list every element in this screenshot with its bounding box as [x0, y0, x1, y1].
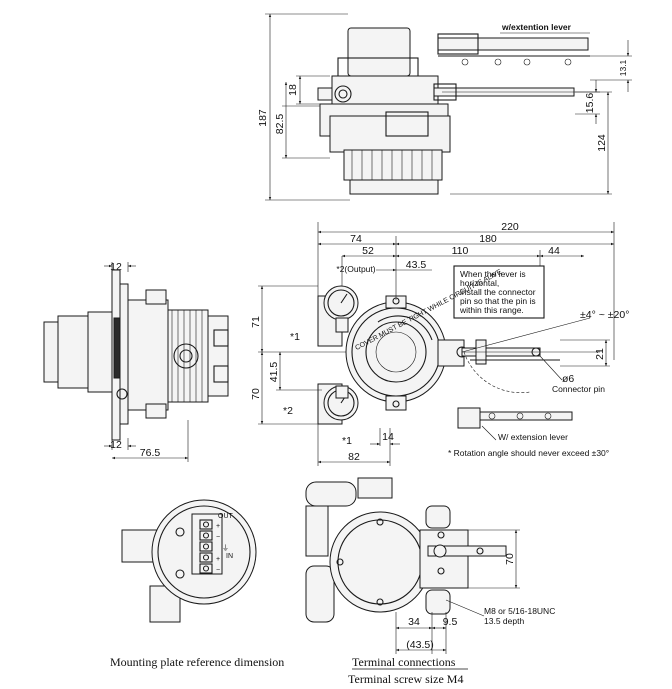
connector-pin-label: Connector pin: [552, 384, 605, 394]
note-line-5: within this range.: [459, 305, 524, 315]
depth-label: 13.5 depth: [484, 616, 524, 626]
terminal-out: OUT: [218, 513, 234, 520]
dim-124: 124: [596, 134, 608, 152]
dim-14: 14: [382, 431, 394, 443]
caption-screw: Terminal screw size M4: [348, 672, 463, 686]
dim-71: 71: [250, 316, 262, 328]
dim-76-5: 76.5: [140, 447, 161, 459]
caption-mounting: Mounting plate reference dimension: [110, 655, 284, 669]
dim-82-5: 82.5: [274, 114, 286, 135]
dim-43-5: 43.5: [406, 259, 427, 271]
terminal-in-plus: +: [216, 556, 220, 563]
dim-21: 21: [594, 348, 606, 360]
dim-52: 52: [362, 245, 374, 257]
caption-terminal: Terminal connections: [352, 655, 456, 669]
angle-label: ±4° ~ ±20°: [580, 309, 629, 321]
dim-187: 187: [257, 109, 269, 127]
note-line-4: pin so that the pin is: [460, 296, 536, 306]
dim-43-5-bottom: (43.5): [406, 639, 433, 651]
star2: *2: [283, 405, 293, 417]
dim-41-5: 41.5: [268, 362, 280, 383]
star1-a: *1: [290, 331, 300, 343]
note-line-3: install the connector: [460, 287, 536, 297]
thread-label: M8 or 5/16-18UNC: [484, 606, 555, 616]
terminal-ground: ⏚: [222, 544, 229, 552]
dim-82: 82: [348, 451, 360, 463]
dim-180: 180: [479, 233, 497, 245]
dim-15-6: 15.6: [584, 93, 596, 114]
terminal-out-plus: +: [216, 523, 220, 530]
dim-side-12-bottom: 12: [110, 439, 122, 451]
note-box: [453, 265, 545, 319]
dim-side-12-top: 12: [110, 261, 122, 273]
dim-44: 44: [548, 245, 560, 257]
terminal-in-minus: −: [216, 567, 220, 574]
lever-label: w/extention lever: [501, 22, 572, 32]
dim-9-5: 9.5: [443, 616, 458, 628]
terminal-in: IN: [226, 553, 233, 560]
terminal-view: OUT + − ⏚ IN + −: [121, 499, 257, 623]
output-label: *2(Output): [336, 264, 375, 274]
side-view: 12 12 76.5: [43, 261, 229, 462]
bottom-view: 70 M8 or 5/16-18UNC 13.5 depth 34 9.5 (4…: [305, 477, 555, 654]
note-line-2: horizontal,: [460, 278, 499, 288]
ext-lever-label: W/ extension lever: [498, 432, 568, 442]
dim-74: 74: [350, 233, 362, 245]
dim-34: 34: [408, 616, 420, 628]
dim-18: 18: [287, 84, 299, 96]
top-view: 187 82.5 18 w/extention lever 13.1 15.6 …: [257, 13, 632, 201]
star1-b: *1: [342, 435, 352, 447]
note-line-1: When the lever is: [460, 269, 526, 279]
front-view: COVER MUST BE TIGHT WHILE CIRCUIT IS ALI…: [250, 221, 629, 466]
dim-220: 220: [501, 221, 519, 233]
dim-110: 110: [452, 245, 469, 257]
dim-dia6: ø6: [562, 373, 574, 385]
terminal-out-minus: −: [216, 534, 220, 541]
dim-70-front: 70: [250, 388, 262, 400]
rotation-note: * Rotation angle should never exceed ±30…: [448, 448, 609, 458]
dim-70-bottom: 70: [504, 553, 516, 565]
dim-13-1: 13.1: [618, 59, 628, 76]
